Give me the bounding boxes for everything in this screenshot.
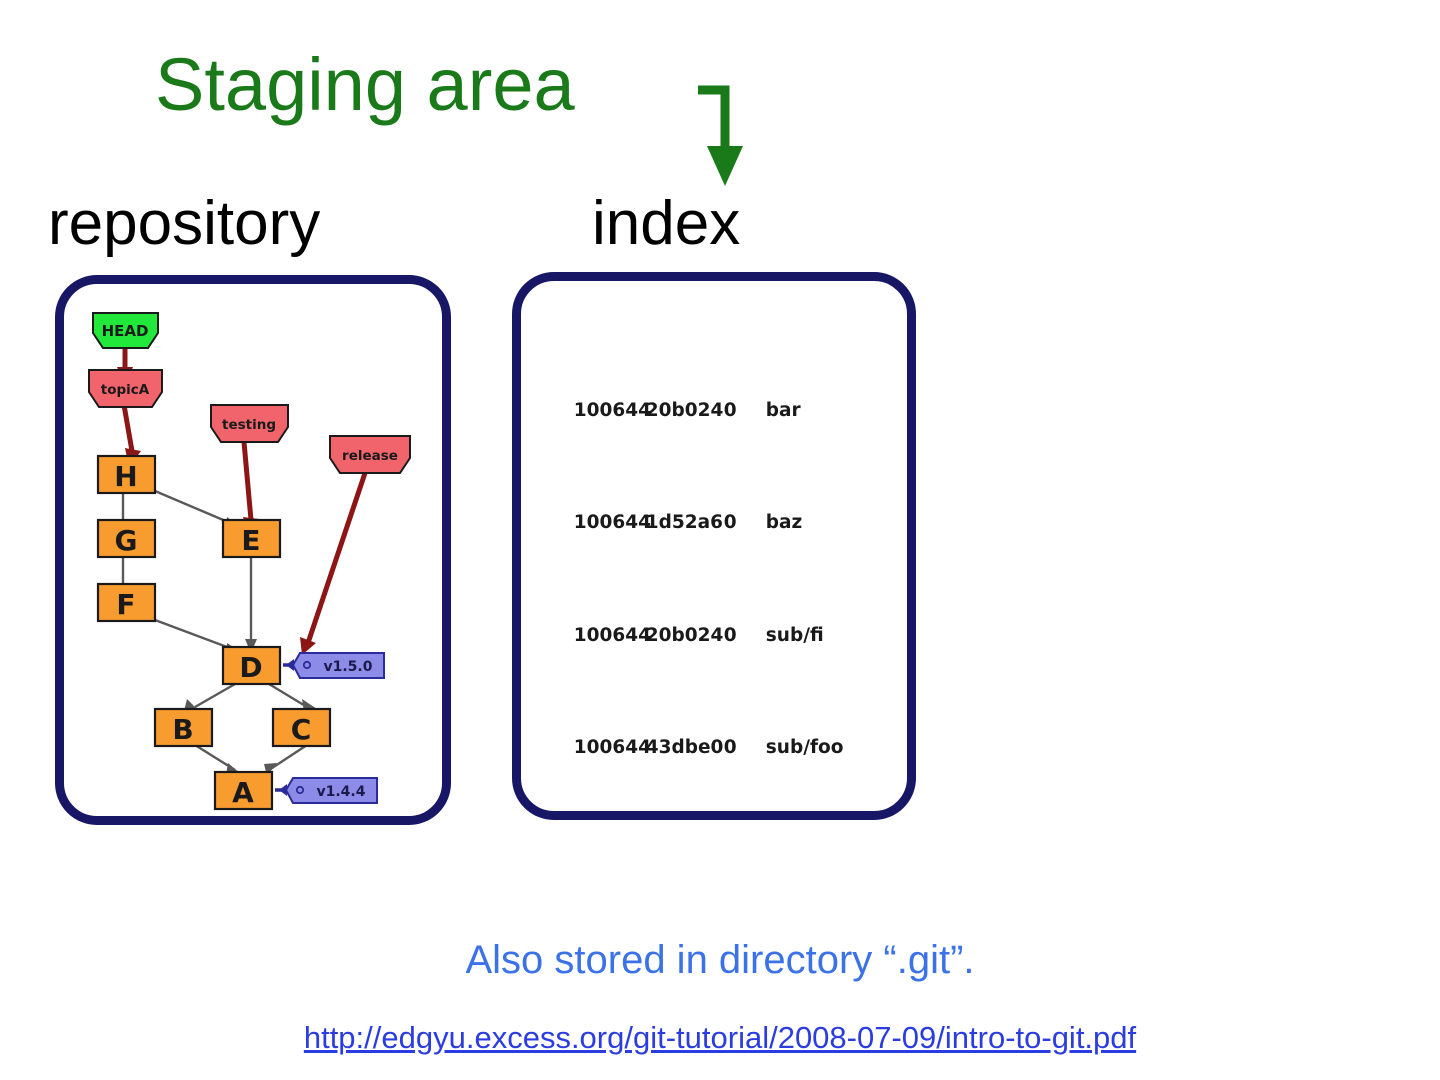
index-entry-hash: 20b024 — [645, 399, 724, 421]
graph-node-commit-G: G — [96, 518, 157, 559]
elbow-arrow-down-icon — [698, 85, 743, 186]
tag-label-v144: v1.4.4 — [317, 784, 366, 800]
commit-label-A: A — [232, 776, 254, 809]
branch-label-release: release — [342, 448, 398, 464]
edge-C-A — [268, 743, 308, 772]
branch-label-testing: testing — [222, 417, 276, 433]
graph-node-commit-C: C — [271, 707, 332, 748]
graph-node-tag-v150: v1.5.0 — [283, 652, 385, 679]
commit-label-E: E — [241, 524, 260, 557]
index-entry-mode: 100644 — [573, 512, 651, 533]
graph-node-commit-H: H — [96, 454, 157, 495]
commit-label-B: B — [172, 713, 193, 746]
commit-edges — [121, 489, 308, 772]
graph-node-branch-testing: testing — [210, 404, 289, 443]
index-entry-mode: 100644 — [573, 399, 651, 421]
graph-node-commit-A: A — [213, 770, 274, 811]
index-entry-stage: 0 — [723, 624, 737, 646]
edge-D-C — [268, 682, 308, 709]
index-heading: index — [592, 189, 741, 258]
index-entry-hash: 20b024 — [645, 624, 724, 646]
index-entry-row: 10064420b0240 bar — [548, 377, 843, 445]
graph-node-commit-B: B — [153, 707, 214, 748]
caption-note: Also stored in directory “.git”. — [465, 938, 975, 982]
commit-graph: HEAD topicA testing release H G F E D B — [88, 312, 411, 811]
commit-label-F: F — [116, 588, 135, 621]
edge-release-to-D — [305, 472, 368, 644]
index-entry-mode: 100644 — [573, 624, 651, 646]
graph-node-commit-D: D — [221, 645, 282, 686]
index-entry-stage: 0 — [723, 737, 737, 758]
index-entry-path: bar — [765, 399, 801, 421]
graph-node-branch-release: release — [329, 435, 411, 474]
index-entry-row: 1006441d52a60 baz — [548, 490, 843, 558]
edge-D-B — [194, 682, 236, 709]
graph-node-tag-v144: v1.4.4 — [275, 777, 378, 804]
index-entry-row: 10064420b0240 sub/fi — [548, 602, 843, 670]
commit-label-D: D — [239, 651, 262, 684]
page-title: Staging area — [155, 43, 575, 126]
branch-edges — [121, 348, 368, 644]
graph-node-branch-topicA: topicA — [88, 369, 163, 408]
commit-label-H: H — [114, 460, 137, 493]
index-entry-path: sub/fi — [765, 624, 824, 646]
graph-node-commit-F: F — [96, 582, 157, 623]
graph-node-commit-E: E — [221, 518, 282, 559]
index-panel — [512, 272, 916, 820]
index-entry-hash: 43dbe0 — [645, 737, 724, 758]
commit-label-C: C — [291, 713, 312, 746]
edge-topicA-to-H — [121, 404, 135, 452]
tag-label-v150: v1.5.0 — [324, 659, 373, 675]
index-entry-stage: 0 — [723, 399, 737, 421]
index-entry-row: 10064443dbe00 sub/foo — [548, 715, 844, 783]
edge-F-D — [154, 618, 236, 652]
repository-heading: repository — [48, 189, 321, 258]
index-entry-stage: 0 — [723, 512, 737, 533]
source-link[interactable]: http://edgyu.excess.org/git-tutorial/200… — [303, 1020, 1137, 1055]
head-label: HEAD — [102, 322, 149, 340]
index-entry-path: baz — [765, 512, 803, 533]
index-entry-mode: 100644 — [573, 737, 651, 758]
edge-H-E — [154, 489, 236, 527]
index-entry-hash: 1d52a6 — [645, 512, 723, 533]
graph-node-head: HEAD — [92, 312, 159, 349]
branch-label-topicA: topicA — [101, 382, 150, 398]
commit-label-G: G — [115, 524, 138, 557]
index-entry-path: sub/foo — [765, 737, 844, 758]
edge-testing-to-E — [241, 441, 254, 521]
